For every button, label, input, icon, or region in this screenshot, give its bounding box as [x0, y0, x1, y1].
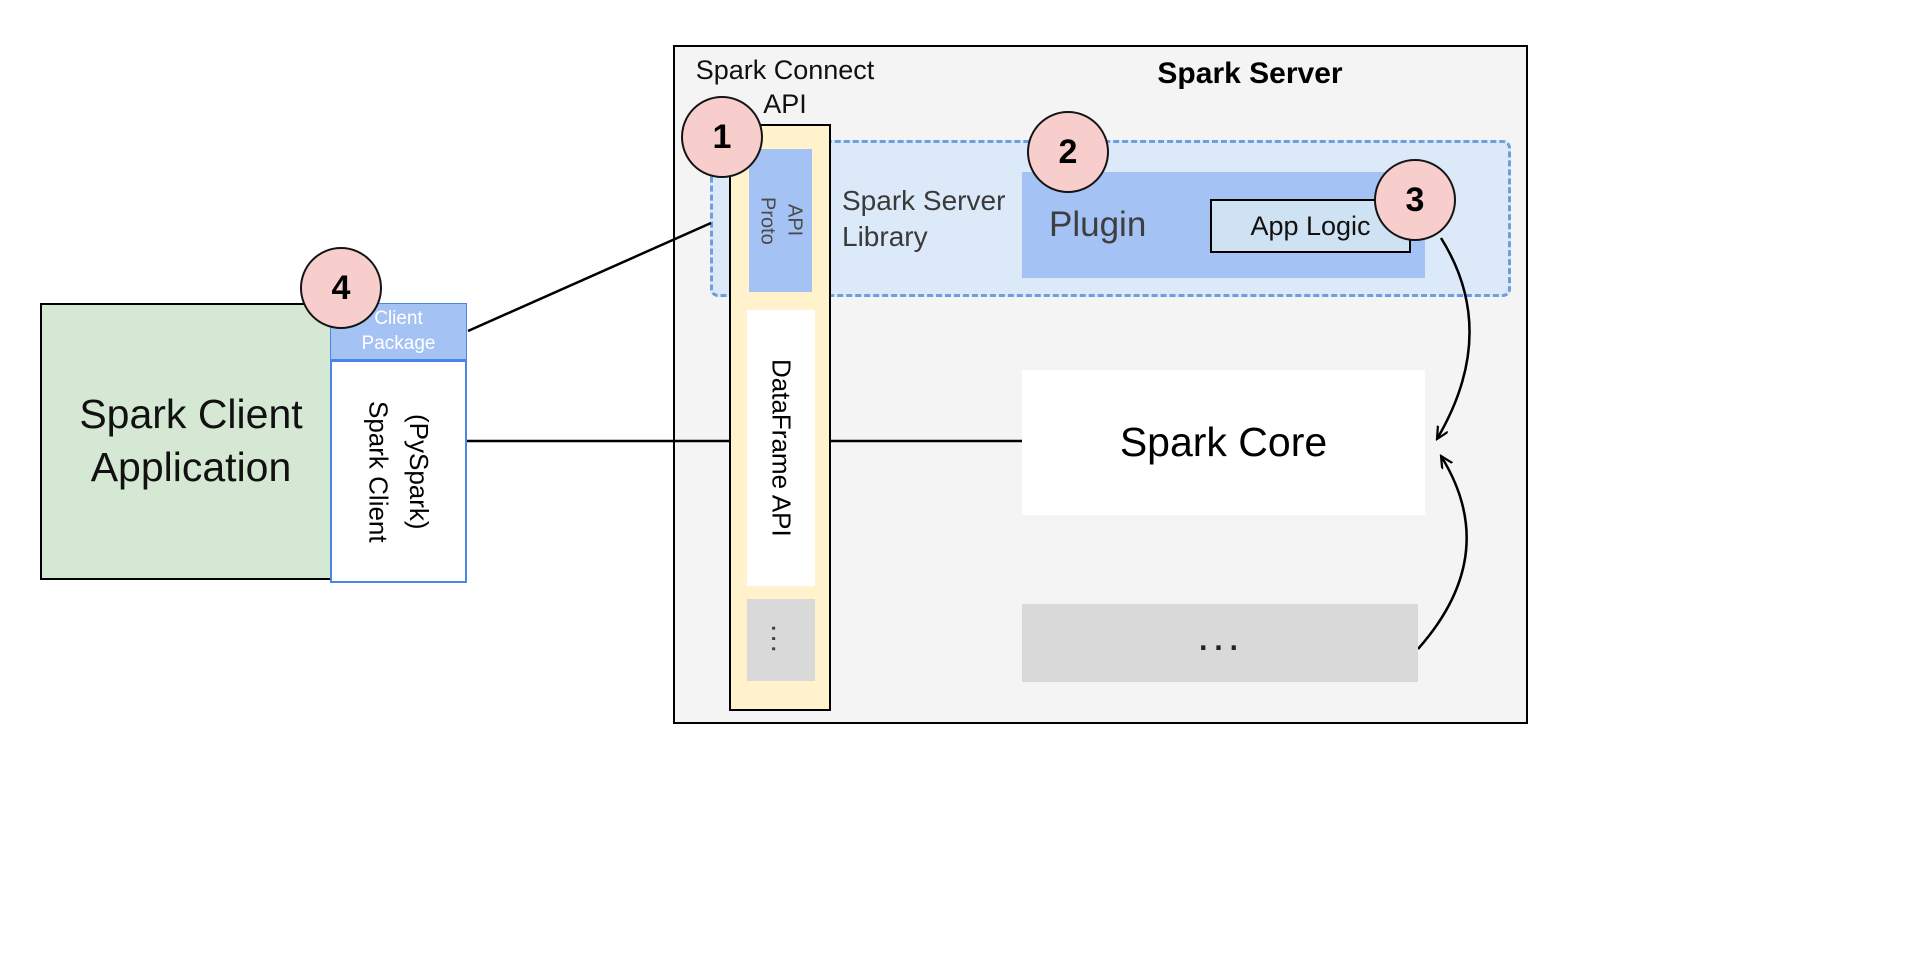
dataframe-api-box: DataFrame API [747, 310, 815, 586]
plugin-label: Plugin [1049, 205, 1147, 244]
step-badge-1: 1 [681, 96, 763, 178]
step-badge-2: 2 [1027, 111, 1109, 193]
client-package-tab: Client Package [330, 303, 467, 360]
spark-client-pyspark-box: Spark Client (PySpark) [330, 360, 467, 583]
spark-core-box: Spark Core [1022, 370, 1425, 515]
spark-server-title: Spark Server [1157, 57, 1343, 90]
spark-connect-api-label: Spark Connect API [695, 55, 875, 119]
step-badge-3: 3 [1374, 159, 1456, 241]
step-badge-4: 4 [300, 247, 382, 329]
spark-server-library-label: Spark Server Library [842, 185, 1006, 252]
proto-api-box: Proto API [749, 149, 812, 292]
server-ellipsis-box: ... [1022, 604, 1418, 682]
api-column-ellipsis-box: ... [747, 599, 815, 681]
spark-client-application-label: Spark Client Application [79, 391, 303, 491]
app-logic-box: App Logic [1210, 199, 1411, 253]
